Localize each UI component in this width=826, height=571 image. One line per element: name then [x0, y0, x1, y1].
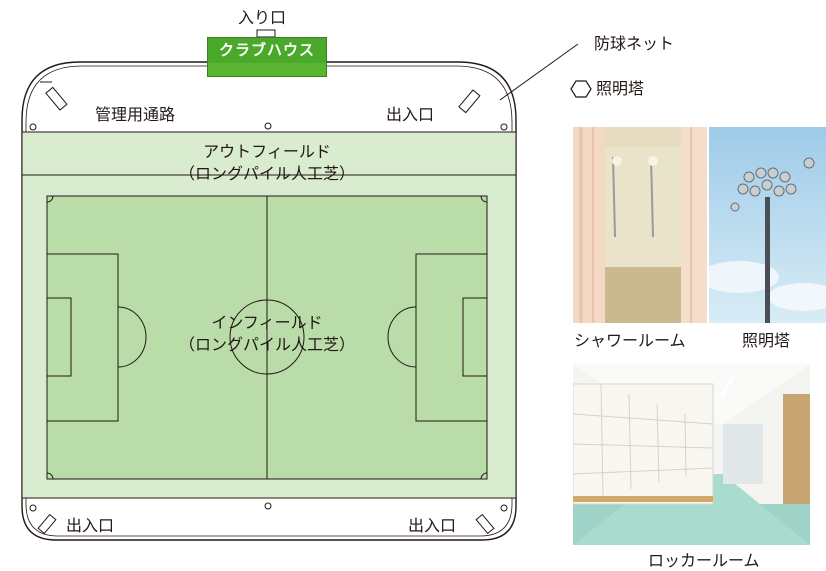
- corner-arc-br: [480, 472, 488, 480]
- passage-label: 管理用通路: [95, 105, 176, 124]
- infield-sublabel: （ロングパイル人工芝）: [178, 335, 355, 354]
- door-icon-tl: [40, 81, 68, 111]
- infield-label: インフィールド: [211, 313, 323, 332]
- hexagon-icon: [570, 80, 592, 98]
- clubhouse-label: クラブハウス: [218, 41, 315, 59]
- net-label: 防球ネット: [594, 34, 675, 53]
- exit-label-bottom-right: 出入口: [408, 516, 457, 535]
- center-circle: [229, 299, 305, 375]
- inner-boundary: [25, 65, 513, 537]
- left-penalty-arc: [117, 306, 147, 368]
- light-tower-br: [500, 504, 508, 512]
- corner-arc-tr: [480, 195, 488, 203]
- left-goal-area: [46, 297, 72, 377]
- exit-label-top-right: 出入口: [386, 105, 435, 124]
- light-tower-tl: [29, 123, 37, 131]
- clubhouse: クラブハウス: [207, 37, 327, 77]
- light-tower-caption: 照明塔: [742, 331, 791, 350]
- corner-arc-bl: [46, 472, 54, 480]
- shower-room-photo: [573, 127, 707, 323]
- light-tower-bc: [264, 502, 272, 510]
- outfield-sublabel: （ロングパイル人工芝）: [178, 164, 355, 183]
- light-tower-tr: [500, 123, 508, 131]
- entrance-marker: [256, 29, 276, 38]
- light-tower-photo: [709, 127, 826, 323]
- shower-room-caption: シャワールーム: [574, 331, 686, 350]
- outfield-label: アウトフィールド: [203, 142, 331, 161]
- locker-room-photo: [573, 364, 810, 545]
- door-icon-br: [475, 513, 495, 535]
- net-pointer-line: [499, 43, 579, 101]
- right-goal-area: [462, 297, 488, 377]
- light-tower-tc: [264, 122, 272, 130]
- locker-room-caption: ロッカールーム: [648, 551, 760, 570]
- door-icon-tr: [458, 89, 481, 114]
- corner-arc-tl: [46, 195, 54, 203]
- exit-label-bottom-left: 出入口: [66, 516, 115, 535]
- light-legend-label: 照明塔: [596, 79, 645, 98]
- right-penalty-arc: [387, 306, 417, 368]
- door-icon-bl: [37, 513, 57, 535]
- entrance-top-label: 入り口: [238, 8, 287, 27]
- light-tower-bl: [29, 504, 37, 512]
